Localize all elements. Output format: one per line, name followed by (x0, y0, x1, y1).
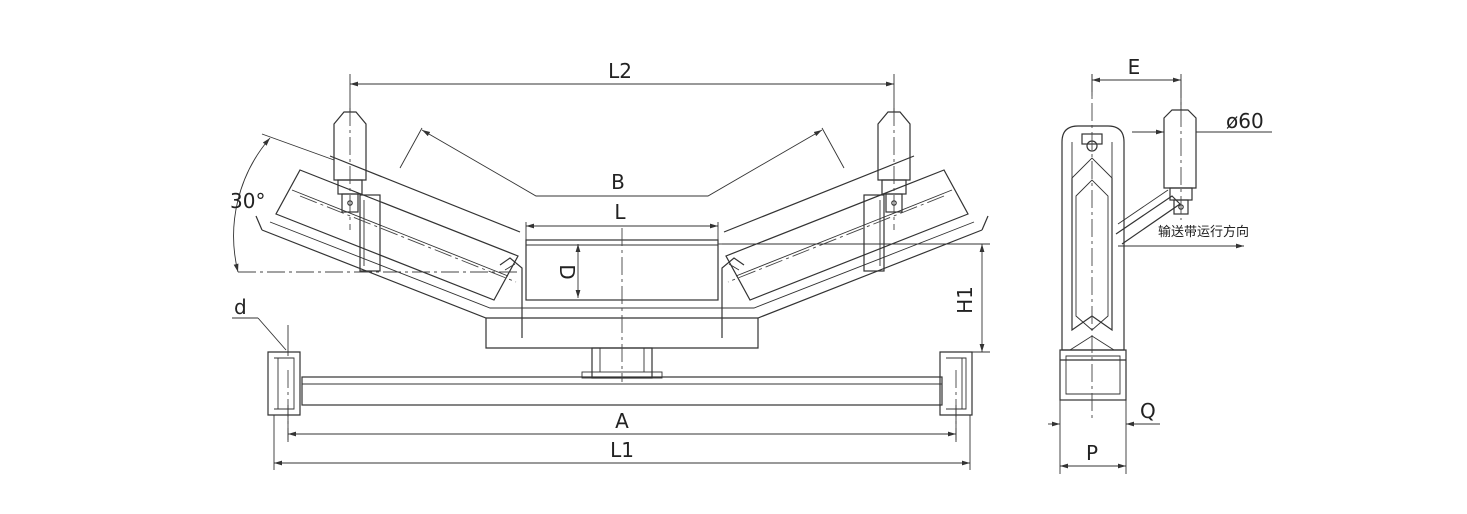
left-wing-roller (275, 155, 521, 301)
label-L: L (614, 200, 626, 224)
side-base (1059, 335, 1127, 401)
side-brackets (359, 194, 885, 338)
label-phi60: ø60 (1226, 109, 1264, 133)
side-guide-roller (1163, 80, 1197, 220)
guide-roller-right (877, 108, 911, 230)
label-A: A (615, 409, 629, 433)
label-H1: H1 (953, 286, 977, 314)
label-E: E (1128, 55, 1141, 79)
label-P: P (1086, 441, 1098, 465)
label-direction: 输送带运行方向 (1158, 224, 1249, 240)
front-view: L2 B L D 30° d (230, 59, 990, 470)
dimension-H1 (722, 243, 990, 353)
side-bracket (1061, 125, 1125, 351)
dimension-L1 (273, 415, 971, 470)
dimension-L (525, 222, 719, 240)
right-wing-roller (723, 155, 969, 301)
dimension-d (232, 317, 289, 356)
dimension-E (1091, 74, 1182, 110)
dimension-angle (233, 133, 335, 273)
label-d: d (234, 295, 247, 319)
base-beam (267, 347, 973, 416)
label-L1: L1 (610, 438, 634, 462)
side-view: E ø60 输送带运行方向 Q P (1048, 55, 1272, 474)
label-L2: L2 (608, 59, 632, 83)
dimension-L2 (349, 74, 895, 112)
guide-roller-left (333, 108, 367, 230)
dimension-A (287, 405, 957, 442)
dimension-Q (1048, 400, 1160, 430)
label-angle: 30° (230, 189, 265, 213)
label-B: B (611, 170, 625, 194)
label-D: D (555, 264, 579, 279)
dimension-B (399, 127, 845, 197)
dimension-P (1059, 400, 1127, 474)
label-Q: Q (1140, 399, 1156, 423)
